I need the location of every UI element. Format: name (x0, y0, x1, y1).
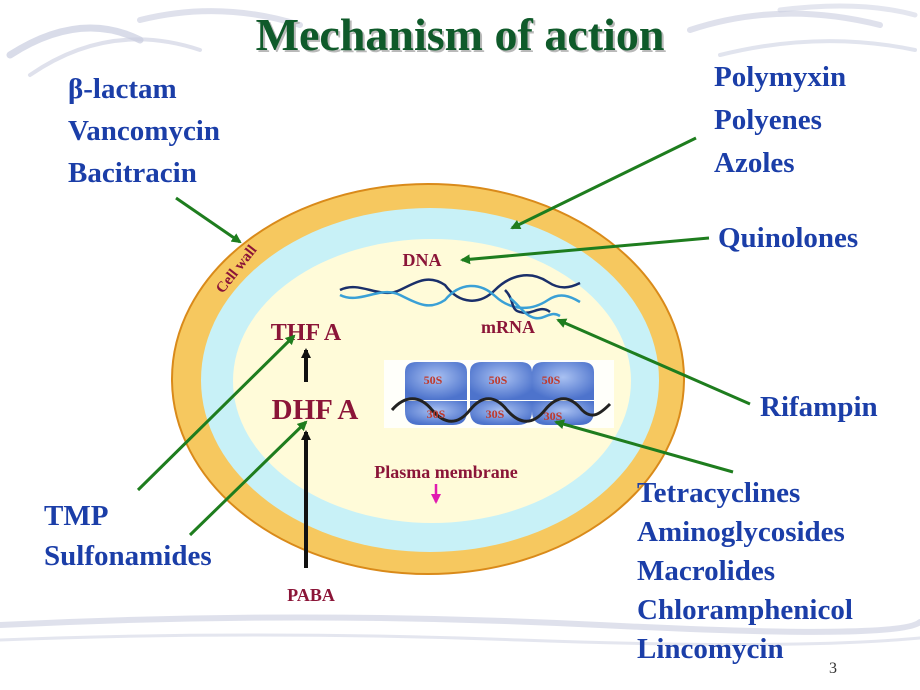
paba-label: PABA (287, 585, 335, 605)
drug-bacitracin: Bacitracin (68, 157, 197, 189)
mrna-strand (390, 397, 612, 423)
drug-aminoglycosides: Aminoglycosides (637, 516, 845, 548)
drug-quinolones: Quinolones (718, 222, 859, 254)
dhfa-label: DHF A (272, 394, 359, 426)
dna-strand (339, 274, 581, 320)
ribosome-30s-label-2: 30S (486, 407, 505, 421)
arrow-mrna (556, 318, 751, 406)
arrow-dna (460, 236, 710, 265)
drug-rifampin: Rifampin (760, 391, 878, 423)
arrow-ribosome (554, 419, 734, 474)
page-number: 3 (829, 660, 837, 677)
drug-beta-lactam: β-lactam (68, 73, 177, 105)
drug-chloramphenicol: Chloramphenicol (637, 594, 853, 626)
dna-drugs: Quinolones (718, 220, 858, 257)
dna-label: DNA (403, 250, 442, 270)
decor-swooshes (0, 3, 920, 647)
drug-tmp: TMP (44, 500, 109, 532)
cell-wall-drugs: β-lactam Vancomycin Bacitracin (68, 68, 220, 194)
drug-macrolides: Macrolides (637, 555, 775, 587)
slide-title: Mechanism of action (255, 9, 665, 60)
drug-tetracyclines: Tetracyclines (637, 477, 801, 509)
mrna-label: mRNA (481, 317, 535, 337)
drug-polymyxin: Polymyxin (714, 61, 847, 93)
thfa-label: THF A (271, 320, 342, 346)
ribosome-50s-label-3: 50S (542, 373, 561, 387)
plasma-membrane-label: Plasma membrane (374, 462, 517, 482)
rna-drugs: Rifampin (760, 389, 878, 426)
arrow-dhfa (188, 420, 308, 537)
drug-sulfonamides: Sulfonamides (44, 540, 212, 572)
ribosome-30s-label-1: 30S (427, 407, 446, 421)
drug-polyenes: Polyenes (714, 104, 822, 136)
ribosome-30s-label-3: 30S (544, 409, 563, 423)
folate-drugs: TMP Sulfonamides (44, 496, 212, 576)
drug-vancomycin: Vancomycin (68, 115, 220, 147)
ribosome-50s-label-1: 50S (424, 373, 443, 387)
membrane-drugs: Polymyxin Polyenes Azoles (714, 56, 846, 185)
arrow-thfa (136, 334, 296, 492)
arrow-cell-wall (175, 196, 242, 244)
arrow-membrane (510, 136, 697, 230)
ribosome-panel: 50S 50S 50S 30S 30S 30S (384, 360, 614, 428)
target-arrows (136, 136, 751, 537)
ribosome-drugs: Tetracyclines Aminoglycosides Macrolides… (637, 474, 853, 669)
drug-lincomycin: Lincomycin (637, 633, 784, 665)
drug-azoles: Azoles (714, 147, 795, 179)
ribosome-50s-label-2: 50S (489, 373, 508, 387)
